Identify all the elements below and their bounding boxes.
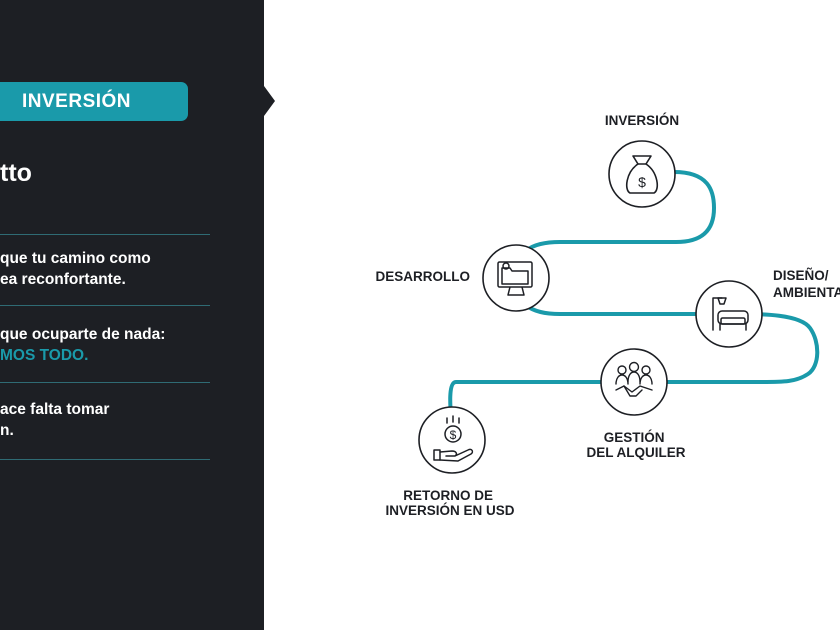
panel-item-2: que ocuparte de nada: MOS TODO. [0,324,220,366]
panel-item-3-line2: n. [0,422,14,439]
node-circle [482,244,550,312]
divider [0,305,210,306]
section-tab-label: INVERSIÓN [22,91,132,112]
money-bag-icon: $ [625,155,659,194]
node-label: DISEÑO/ AMBIENTA [773,268,840,300]
node-diseno[interactable]: DISEÑO/ AMBIENTA [695,268,840,348]
section-tab[interactable]: INVERSIÓN [0,82,188,121]
panel-heading: tto [0,159,32,187]
node-inversion[interactable]: $ INVERSIÓN [605,113,679,208]
divider [0,234,210,235]
panel-item-1: que tu camino como ea reconfortante. [0,248,220,290]
divider [0,459,210,460]
handshake-icon [615,361,653,397]
sofa-lamp-icon [712,297,749,331]
process-diagram: $ INVERSIÓN DESARROLLO DISEÑO/ AMBIENTA [376,113,840,518]
node-desarrollo[interactable]: DESARROLLO [376,244,550,312]
panel-item-3: ace falta tomar n. [0,399,220,441]
node-circle [695,280,763,348]
panel-item-2-line2: MOS TODO. [0,347,89,364]
node-label: DESARROLLO [376,269,471,284]
panel-pointer-arrow [264,86,275,116]
node-gestion[interactable]: GESTIÓN DEL ALQUILER [586,348,686,460]
node-retorno[interactable]: $ RETORNO DE INVERSIÓN EN USD [385,406,515,518]
node-circle [600,348,668,416]
svg-text:$: $ [450,428,457,442]
panel-item-2-line1: que ocuparte de nada: [0,326,166,343]
computer-folder-icon [497,261,533,296]
node-circle [418,406,486,474]
panel-item-3-line1: ace falta tomar [0,401,110,418]
dollar-hand-icon: $ [433,415,474,462]
node-circle [608,140,676,208]
node-label: RETORNO DE INVERSIÓN EN USD [385,488,514,518]
panel-item-1-line1: que tu camino como [0,250,151,267]
svg-text:$: $ [638,174,646,190]
divider [0,382,210,383]
panel-item-1-line2: ea reconfortante. [0,271,126,288]
node-label: GESTIÓN DEL ALQUILER [586,430,685,460]
node-label: INVERSIÓN [605,113,679,128]
process-route-line [448,170,820,432]
